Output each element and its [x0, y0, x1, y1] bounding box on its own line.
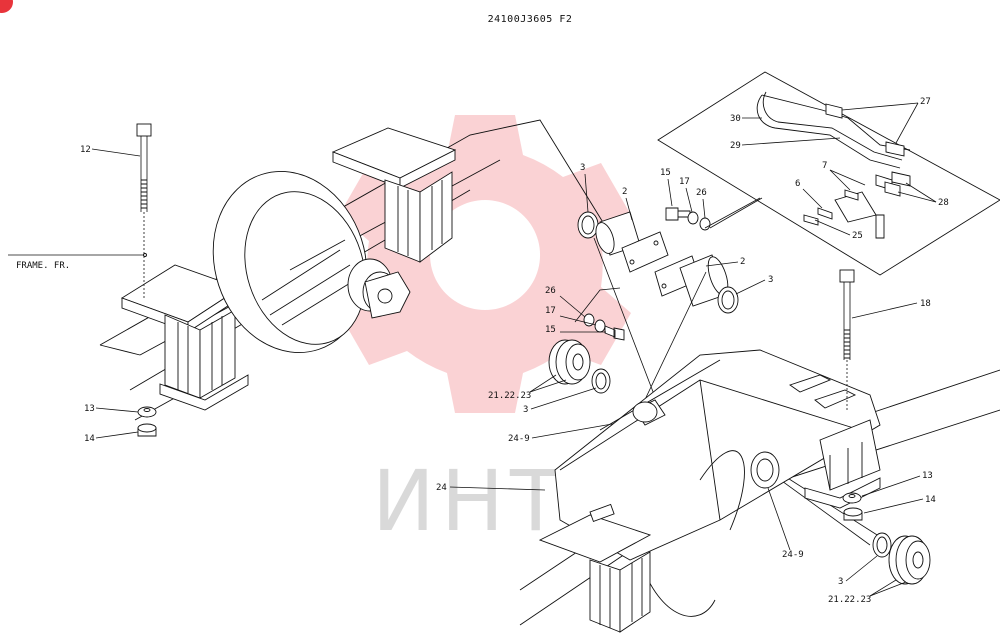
- label-24-9-left: 24-9: [508, 434, 530, 444]
- label-14-right: 14: [925, 495, 936, 505]
- drawing-number: 24100J3605 F2: [488, 14, 573, 25]
- label-25: 25: [852, 231, 863, 241]
- hose-inset-box: [657, 71, 1000, 276]
- label-28: 28: [938, 198, 949, 208]
- label-7: 7: [822, 161, 827, 171]
- washer-26-top: [699, 217, 711, 231]
- label-27: 27: [920, 97, 931, 107]
- washer-17-mid: [594, 319, 606, 333]
- snap-ring-3-mid: [717, 286, 739, 314]
- pin-2-top: [595, 211, 669, 273]
- label-26-mid: 26: [545, 286, 556, 296]
- label-2-mid: 2: [740, 257, 745, 267]
- bolt-15-mid: [604, 325, 625, 341]
- label-13-left: 13: [84, 404, 95, 414]
- label-30: 30: [730, 114, 741, 124]
- washer-17-top: [687, 211, 699, 225]
- bolt-18: [839, 269, 855, 410]
- roller-21-22-23-mid: [548, 339, 591, 385]
- roller-21-22-23-right: [888, 535, 931, 585]
- label-21-22-23-right: 21.22.23: [828, 595, 871, 605]
- label-13-right: 13: [922, 471, 933, 481]
- label-18: 18: [920, 299, 931, 309]
- track-frame-24: [519, 349, 1000, 633]
- label-26-top: 26: [696, 188, 707, 198]
- bolt-12: [136, 123, 152, 300]
- left-frame-bracket: [99, 119, 621, 421]
- snap-ring-3-right: [872, 532, 892, 558]
- label-17-top: 17: [679, 177, 690, 187]
- bolt-15-top: [665, 207, 691, 221]
- label-15-top: 15: [660, 168, 671, 178]
- label-21-22-23-mid: 21.22.23: [488, 391, 531, 401]
- label-12: 12: [80, 145, 91, 155]
- washer-13-right: [842, 492, 862, 504]
- label-15-mid: 15: [545, 325, 556, 335]
- label-24-9-right: 24-9: [782, 550, 804, 560]
- label-2-top: 2: [622, 187, 627, 197]
- label-3-mid: 3: [768, 275, 773, 285]
- label-29: 29: [730, 141, 741, 151]
- label-3-top: 3: [580, 163, 585, 173]
- label-14-left: 14: [84, 434, 95, 444]
- pin-2-mid: [654, 254, 729, 307]
- label-6: 6: [795, 179, 800, 189]
- corner-badge-icon: [0, 0, 13, 13]
- label-3-lower: 3: [523, 405, 528, 415]
- label-frame-fr: FRAME. FR.: [16, 261, 70, 271]
- snap-ring-3-lower: [591, 368, 611, 394]
- label-24: 24: [436, 483, 447, 493]
- label-3-right: 3: [838, 577, 843, 587]
- label-17-mid: 17: [545, 306, 556, 316]
